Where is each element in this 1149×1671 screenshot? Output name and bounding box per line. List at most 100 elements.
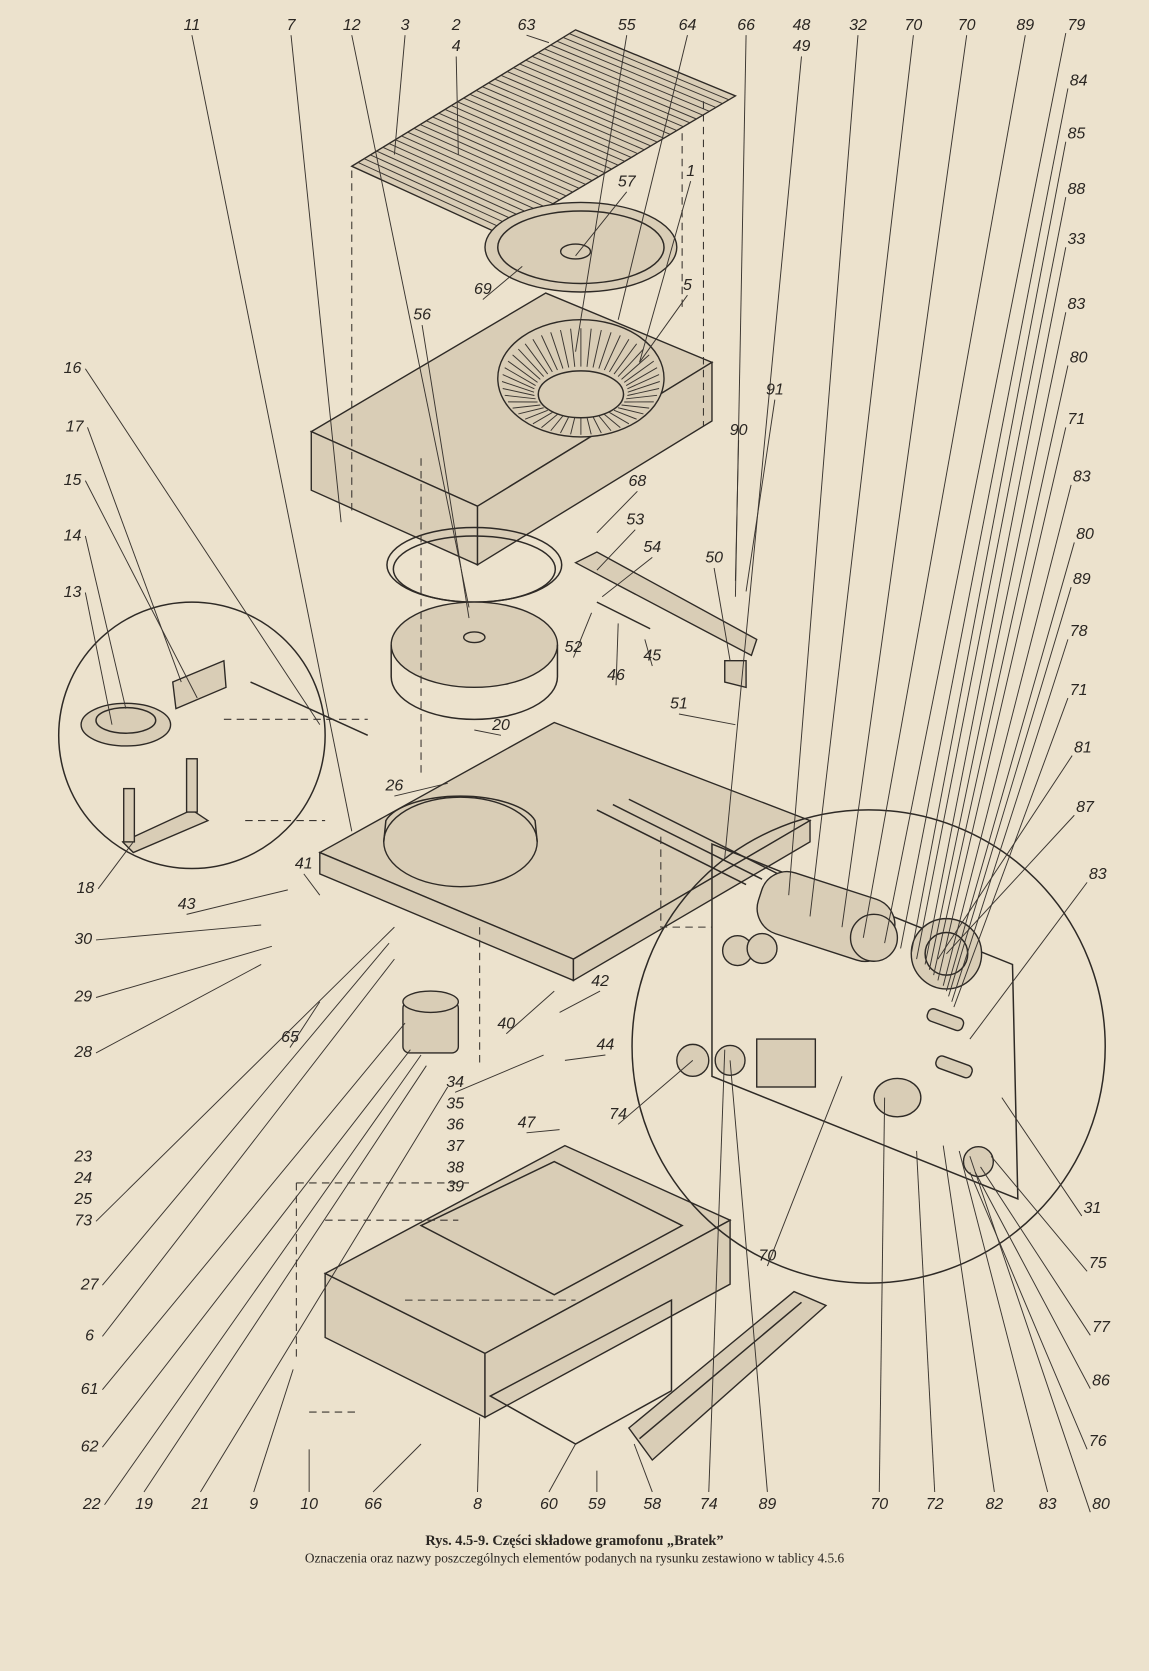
leader-line [974,1172,1091,1389]
leader-line [200,1086,449,1493]
part-label-2: 2 [451,17,461,34]
part-label-41: 41 [295,856,313,873]
leader-line [104,1054,422,1506]
leader-line [143,1065,427,1493]
part-label-7: 7 [287,17,297,34]
part-label-74: 74 [609,1106,627,1123]
part-label-71: 71 [1070,682,1088,699]
part-label-15: 15 [64,472,82,489]
part-label-5: 5 [683,277,692,294]
leader-line [639,181,692,363]
leader-line [191,35,353,832]
part-label-70: 70 [870,1496,888,1513]
assembly-lines [223,101,712,1413]
figure-title: Rys. 4.5-9. Części składowe gramofonu „B… [425,1533,723,1549]
leader-line [878,1097,886,1492]
upper-housing [309,292,714,567]
part-label-69: 69 [474,281,492,298]
part-label-84: 84 [1070,72,1088,89]
part-label-11: 11 [184,17,201,34]
leader-line [102,942,390,1286]
leader-line [253,1369,294,1493]
leader-line [372,1443,422,1493]
leader-line [708,1049,726,1492]
leader-line [87,427,182,683]
part-label-83: 83 [1073,469,1091,486]
part-label-38: 38 [446,1159,464,1176]
part-label-59: 59 [588,1496,606,1513]
leader-line [958,1150,1049,1493]
part-label-51: 51 [670,696,688,713]
leader-line [526,34,550,44]
part-label-34: 34 [446,1074,464,1091]
leader-line [933,365,1069,976]
leader-line [678,713,736,726]
leader-line [644,639,653,667]
part-label-13: 13 [64,584,82,601]
part-label-58: 58 [643,1496,661,1513]
part-label-71: 71 [1068,411,1086,428]
part-label-3: 3 [401,17,410,34]
part-label-76: 76 [1089,1433,1107,1450]
leader-line [916,197,1067,960]
part-label-1: 1 [686,163,695,180]
leader-line [572,612,592,658]
leader-line [474,729,502,736]
leader-line [942,1145,995,1493]
part-label-70: 70 [759,1248,777,1265]
leader-line [734,440,740,581]
part-label-85: 85 [1068,126,1086,143]
part-label-80: 80 [1092,1496,1110,1513]
part-label-74: 74 [700,1496,718,1513]
part-label-29: 29 [73,989,92,1006]
leader-line [482,266,523,300]
leader-line [969,1156,1091,1513]
part-label-23: 23 [73,1149,92,1166]
leader-line [393,35,406,155]
part-label-88: 88 [1068,181,1086,198]
leader-line [937,427,1067,981]
leader-line [928,312,1067,970]
part-label-90: 90 [730,422,748,439]
leader-line [575,35,628,352]
part-label-72: 72 [926,1496,944,1513]
leader-line [809,35,914,917]
leader-line [303,873,321,896]
leader-line [575,191,628,257]
leader-line [95,924,262,941]
side-strip [627,1290,828,1462]
part-label-26: 26 [385,778,404,795]
part-label-18: 18 [76,880,94,897]
part-label-70: 70 [958,17,976,34]
part-label-55: 55 [618,17,636,34]
part-label-48: 48 [793,17,811,34]
leader-line [900,88,1069,949]
motor [402,990,460,1054]
parts-drawing [57,29,1106,1462]
part-label-80: 80 [1076,526,1094,543]
part-label-30: 30 [74,931,92,948]
leader-line [633,1443,653,1493]
leader-line [84,480,198,699]
part-label-35: 35 [446,1095,464,1112]
part-label-54: 54 [643,539,661,556]
part-label-32: 32 [849,17,867,34]
part-label-9: 9 [249,1496,258,1513]
leader-line [1001,1097,1083,1217]
leader-line [526,1129,560,1134]
part-label-82: 82 [985,1496,1003,1513]
leader-line [942,484,1072,986]
chassis-plate [318,721,812,982]
part-label-45: 45 [643,648,661,665]
leader-line [394,782,448,797]
leader-line [639,294,688,363]
leader-line [564,1054,606,1061]
part-label-27: 27 [80,1276,100,1293]
part-label-25: 25 [73,1191,92,1208]
part-label-60: 60 [540,1496,558,1513]
leader-line [948,587,1072,997]
part-label-21: 21 [191,1496,210,1513]
part-label-89: 89 [1016,17,1034,34]
